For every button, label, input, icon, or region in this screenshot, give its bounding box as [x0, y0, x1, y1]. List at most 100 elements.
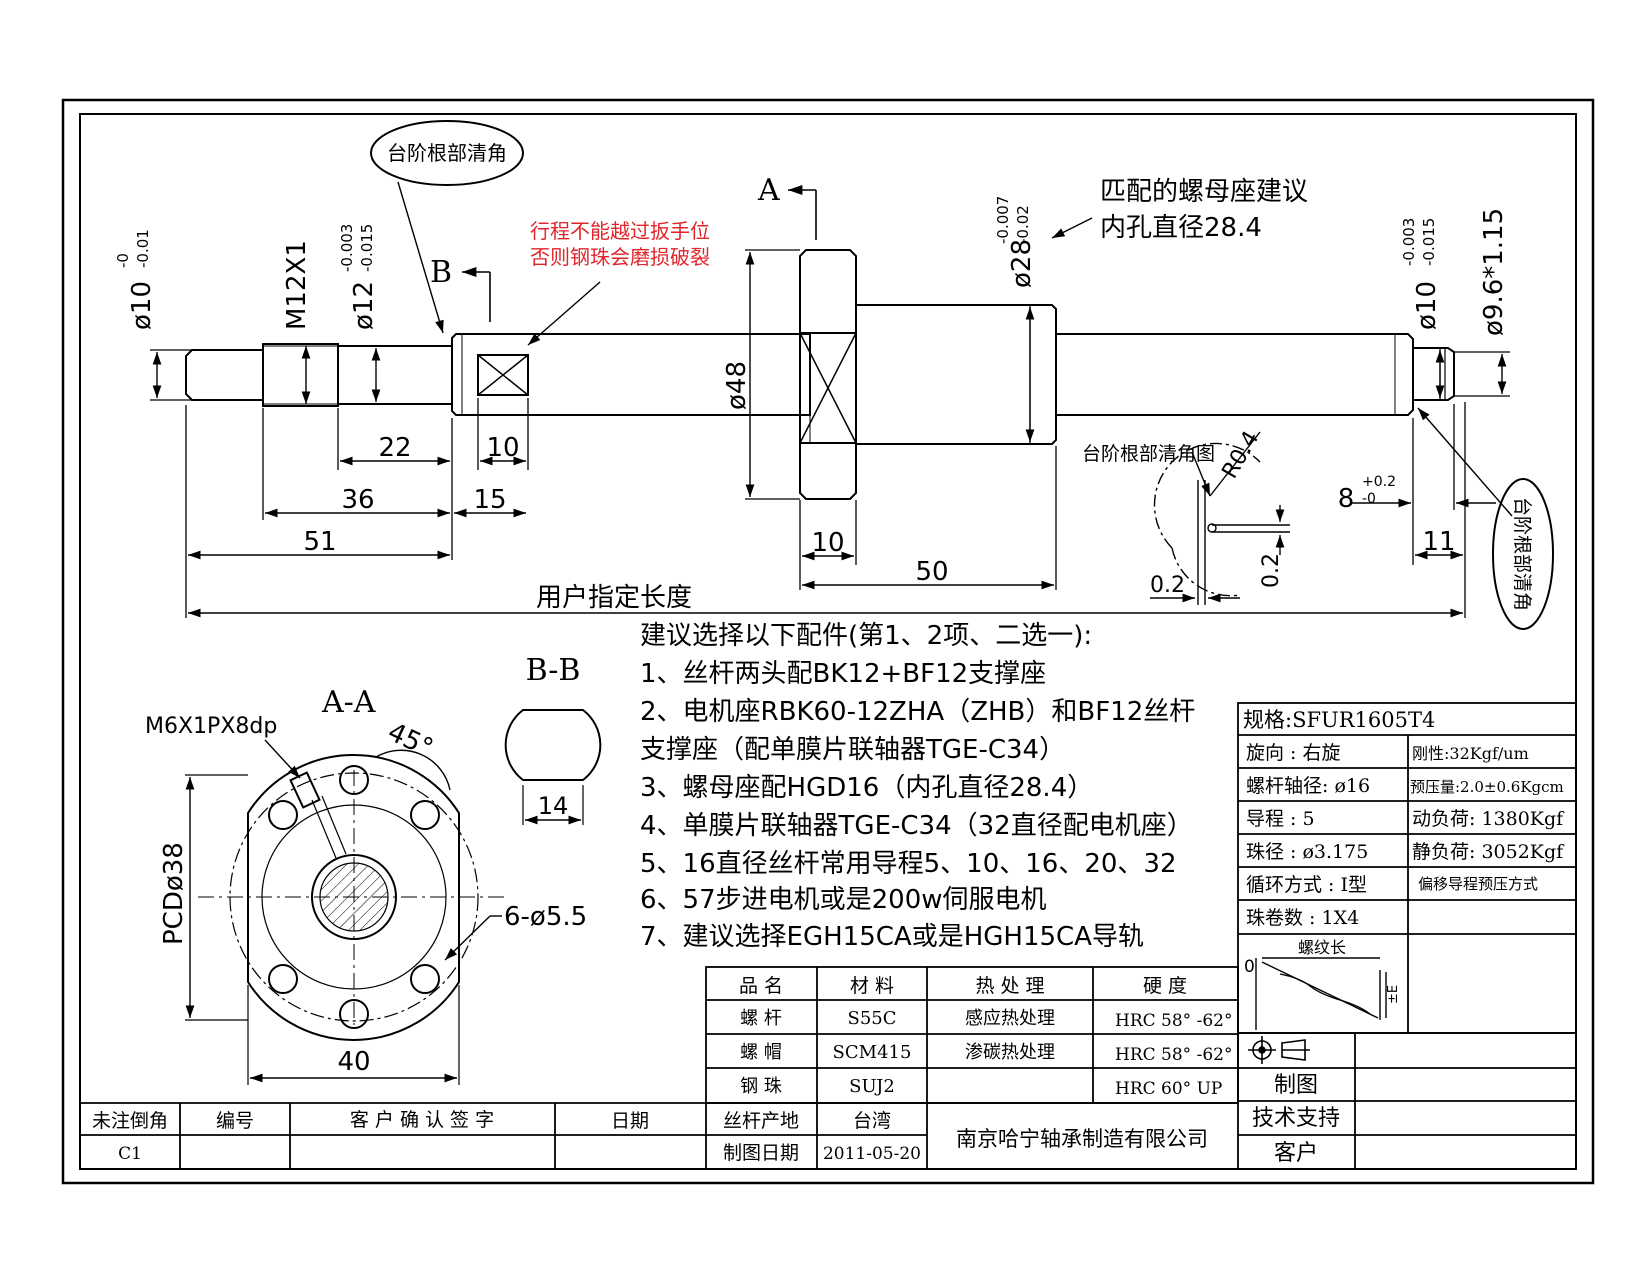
svg-text:S55C: S55C	[847, 1008, 896, 1029]
svg-text:客 户 确 认 签 字: 客 户 确 认 签 字	[350, 1109, 494, 1131]
svg-text:-0.003: -0.003	[338, 224, 356, 272]
svg-text:-0.003: -0.003	[1400, 218, 1418, 266]
step-root-detail	[1150, 442, 1290, 605]
svg-text:SCM415: SCM415	[833, 1042, 912, 1063]
tech-support-label: 技术支持	[1252, 1106, 1340, 1131]
w40-label: 40	[337, 1047, 370, 1077]
svg-text:-0.015: -0.015	[1420, 218, 1438, 266]
callout-warning-line1: 行程不能越过扳手位	[530, 219, 710, 243]
svg-text:ø10: ø10	[1412, 281, 1442, 330]
svg-text:HRC 58° -62°: HRC 58° -62°	[1115, 1011, 1232, 1031]
svg-text:2011-05-20: 2011-05-20	[823, 1144, 921, 1164]
svg-text:珠径 : ø3.175: 珠径 : ø3.175	[1246, 841, 1368, 863]
svg-text:C1: C1	[118, 1144, 142, 1164]
svg-text:51: 51	[303, 527, 336, 557]
svg-text:6、57步进电机或是200w伺服电机: 6、57步进电机或是200w伺服电机	[640, 885, 1047, 915]
svg-text:3、螺母座配HGD16（内孔直径28.4）: 3、螺母座配HGD16（内孔直径28.4）	[640, 773, 1093, 803]
thread-length-label: 螺纹长	[1298, 938, 1346, 957]
svg-text:ø12: ø12	[349, 281, 379, 330]
svg-text:-0.015: -0.015	[358, 224, 376, 272]
c02b-label: 0.2	[1259, 553, 1284, 588]
svg-text:11: 11	[1422, 527, 1455, 557]
user-length-label: 用户指定长度	[536, 583, 692, 613]
svg-text:-0.02: -0.02	[1014, 205, 1032, 244]
company-name: 南京哈宁轴承制造有限公司	[956, 1127, 1208, 1151]
svg-text:10: 10	[486, 433, 519, 463]
svg-text:预压量:2.0±0.6Kgcm: 预压量:2.0±0.6Kgcm	[1410, 778, 1564, 796]
outer-border	[61, 98, 1595, 1185]
svg-text:1、丝杆两头配BK12+BF12支撑座: 1、丝杆两头配BK12+BF12支撑座	[640, 659, 1046, 689]
len8-tol-up: +0.2	[1362, 474, 1396, 490]
svg-text:4、单膜片联轴器TGE-C34（32直径配电机座）: 4、单膜片联轴器TGE-C34（32直径配电机座）	[640, 811, 1193, 841]
svg-text:36: 36	[341, 485, 374, 515]
svg-text:未注倒角: 未注倒角	[92, 1110, 168, 1132]
svg-text:热 处 理: 热 处 理	[975, 975, 1044, 997]
svg-text:旋向 : 右旋: 旋向 : 右旋	[1246, 742, 1340, 764]
svg-text:50: 50	[915, 557, 948, 587]
callout-nut-seat-line2: 内孔直径28.4	[1100, 213, 1262, 243]
svg-text:硬 度: 硬 度	[1143, 975, 1187, 997]
svg-text:M12X1: M12X1	[282, 240, 312, 330]
svg-text:22: 22	[378, 433, 411, 463]
svg-text:15: 15	[473, 485, 506, 515]
svg-text:螺 杆: 螺 杆	[740, 1008, 782, 1029]
len8-tol-dn: -0	[1362, 491, 1376, 507]
spec-rows: 旋向 : 右旋 刚性:32Kgf/um 螺杆轴径: ø16 预压量:2.0±0.…	[1246, 742, 1565, 929]
svg-text:-0.007: -0.007	[994, 196, 1012, 244]
lead-error-graph	[1255, 957, 1387, 1030]
svg-text:ø28: ø28	[1007, 239, 1037, 288]
callout-ellipse-left	[370, 120, 524, 186]
leader-lines	[397, 181, 1513, 517]
inner-border	[79, 113, 1577, 1170]
projection-symbol-icon	[1248, 1036, 1310, 1064]
svg-text:HRC 58° -62°: HRC 58° -62°	[1115, 1045, 1232, 1065]
svg-text:螺 帽: 螺 帽	[740, 1042, 782, 1063]
section-mark-a: A	[757, 173, 780, 208]
draw-label: 制图	[1274, 1073, 1318, 1098]
svg-text:渗碳热处理: 渗碳热处理	[965, 1042, 1055, 1063]
svg-text:-0.01: -0.01	[134, 229, 152, 268]
notes: 建议选择以下配件(第1、2项、二选一): 1、丝杆两头配BK12+BF12支撑座…	[640, 621, 1195, 952]
svg-text:SUJ2: SUJ2	[849, 1076, 895, 1097]
svg-text:-0: -0	[114, 253, 132, 268]
materials-rows: 螺 杆 S55C 感应热处理 HRC 58° -62° 螺 帽 SCM415 渗…	[740, 1008, 1232, 1099]
w14-label: 14	[538, 792, 569, 820]
callout-nut-seat-line1: 匹配的螺母座建议	[1100, 177, 1308, 207]
svg-text:螺杆轴径: ø16: 螺杆轴径: ø16	[1246, 775, 1370, 797]
svg-text:品 名: 品 名	[739, 975, 783, 997]
length-labels: 22 10 36 15 51 10 50 11 8	[303, 433, 1455, 587]
materials-headers: 品 名 材 料 热 处 理 硬 度	[739, 975, 1187, 997]
spec-title: 规格:SFUR1605T4	[1243, 708, 1435, 732]
svg-text:编号: 编号	[216, 1110, 254, 1132]
svg-text:支撑座（配单膜片联轴器TGE-C34）: 支撑座（配单膜片联轴器TGE-C34）	[640, 735, 1065, 765]
svg-text:ø48: ø48	[722, 361, 752, 410]
svg-text:动负荷: 1380Kgf: 动负荷: 1380Kgf	[1412, 808, 1565, 830]
c02a-label: 0.2	[1150, 573, 1185, 598]
section-aa-label: A-A	[321, 685, 376, 720]
dimension-lines	[152, 252, 1507, 618]
svg-text:HRC 60° UP: HRC 60° UP	[1115, 1079, 1222, 1099]
svg-text:静负荷: 3052Kgf: 静负荷: 3052Kgf	[1412, 841, 1565, 863]
callout-step-root-right: 台阶根部清角	[1511, 497, 1533, 611]
title-block-text: 未注倒角 编号 客 户 确 认 签 字 日期 丝杆产地 台湾 C1 制图日期 2…	[92, 1109, 921, 1164]
svg-text:循环方式 : I型: 循环方式 : I型	[1246, 874, 1367, 896]
bb-section	[504, 709, 602, 825]
svg-text:丝杆产地: 丝杆产地	[723, 1110, 799, 1132]
title-block	[80, 1102, 1238, 1169]
callout-warning-line2: 否则钢珠会磨损破裂	[530, 245, 710, 269]
svg-text:珠卷数 : 1X4: 珠卷数 : 1X4	[1246, 907, 1359, 929]
spec-table	[1237, 702, 1577, 1169]
svg-text:ø9.6*1.15: ø9.6*1.15	[1479, 208, 1509, 336]
svg-text:建议选择以下配件(第1、2项、二选一):: 建议选择以下配件(第1、2项、二选一):	[640, 621, 1092, 651]
step-root-detail-label: 台阶根部清角图	[1082, 443, 1215, 465]
svg-text:刚性:32Kgf/um: 刚性:32Kgf/um	[1412, 744, 1529, 763]
graph-zero-label: 0	[1244, 957, 1255, 977]
section-mark-b: B	[430, 255, 452, 290]
svg-text:导程 : 5: 导程 : 5	[1246, 808, 1315, 830]
svg-text:台湾: 台湾	[853, 1110, 891, 1132]
svg-text:感应热处理: 感应热处理	[965, 1008, 1055, 1029]
flange-section	[185, 739, 508, 1085]
svg-text:7、建议选择EGH15CA或是HGH15CA导轨: 7、建议选择EGH15CA或是HGH15CA导轨	[640, 922, 1144, 952]
svg-text:偏移导程预压方式: 偏移导程预压方式	[1418, 875, 1538, 893]
